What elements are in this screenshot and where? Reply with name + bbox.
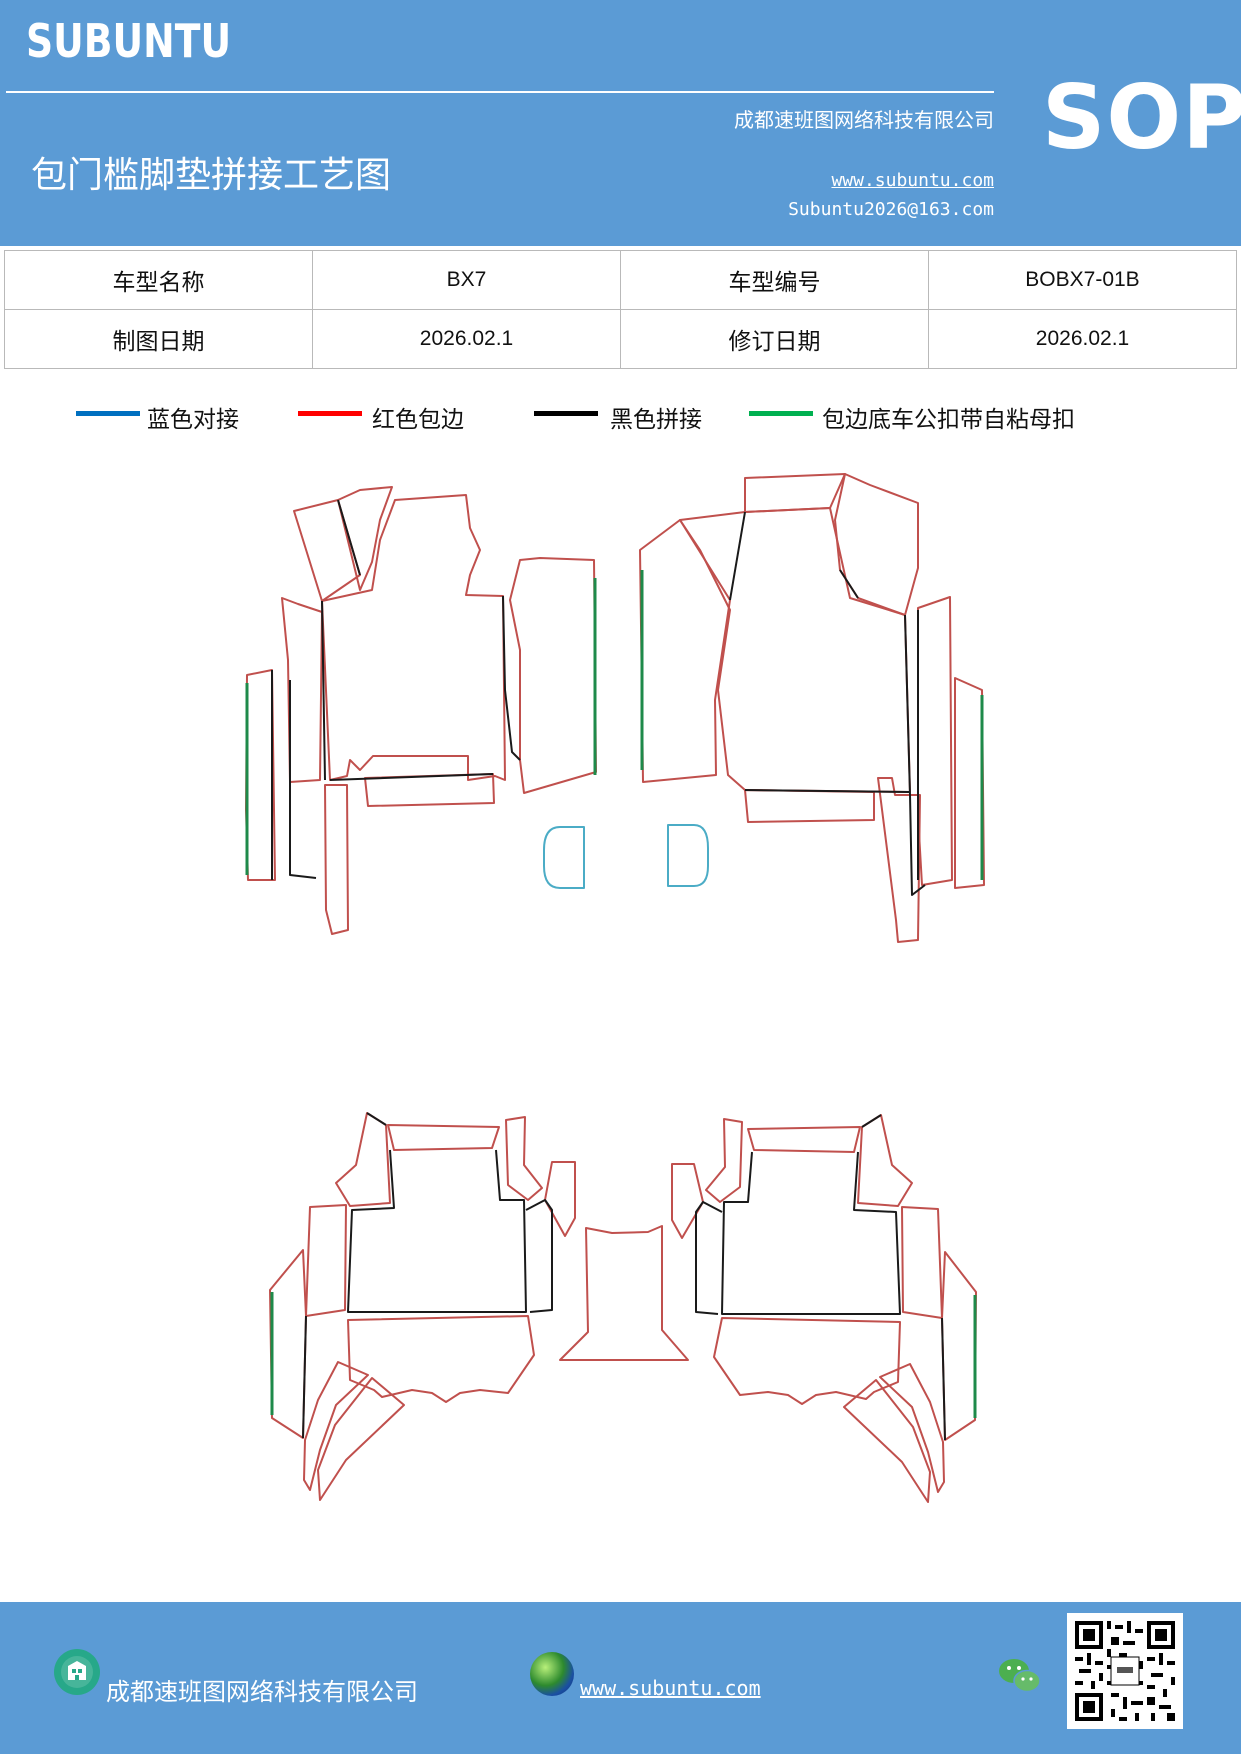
mat-piece-edge [559, 1225, 689, 1361]
seam [337, 499, 361, 576]
butt-joint-piece [667, 824, 709, 887]
mat-piece-edge [843, 1379, 931, 1503]
footer-company: 成都速班图网络科技有限公司 [106, 1678, 418, 1706]
model-name-label: 车型名称 [4, 250, 313, 310]
rear-right-mat [671, 1114, 977, 1503]
draw-date-label: 制图日期 [4, 309, 313, 369]
seam [904, 614, 926, 896]
mat-piece-edge [269, 1249, 307, 1439]
front-left-mat [245, 486, 597, 935]
mat-piece-edge [335, 1112, 391, 1207]
legend-label: 蓝色对接 [147, 407, 239, 433]
seam [329, 773, 494, 781]
legend-swatch-green [749, 411, 813, 416]
globe-icon [530, 1652, 574, 1696]
legend-swatch-red [298, 411, 362, 416]
mat-piece-edge [917, 596, 953, 886]
footer-website-link[interactable]: www.subuntu.com [580, 1676, 761, 1700]
brand-logo: SUBUNTU [26, 14, 232, 68]
wechat-icon[interactable] [996, 1654, 1044, 1698]
mat-piece-edge [857, 1114, 913, 1207]
mat-piece-edge [705, 1118, 743, 1203]
header-email: Subuntu2026@163.com [788, 199, 994, 220]
mat-piece-edge [281, 597, 323, 783]
header-website-link[interactable]: www.subuntu.com [831, 170, 994, 191]
mat-piece-edge [387, 1124, 500, 1151]
mat-piece-edge [901, 1206, 943, 1319]
mat-piece-edge [505, 1116, 543, 1201]
mat-piece-edge [954, 677, 985, 889]
legend-swatch-blue [76, 411, 140, 416]
seam [525, 1199, 553, 1313]
mat-piece-edge [679, 507, 911, 793]
qr-code [1067, 1613, 1183, 1729]
mat-piece-edge [941, 1251, 977, 1441]
mat-piece-edge [245, 669, 276, 881]
model-name-value: BX7 [312, 250, 621, 310]
mat-piece-edge [671, 1163, 704, 1239]
mat-piece-edge [337, 486, 393, 591]
page-header: SUBUNTU 成都速班图网络科技有限公司 包门槛脚垫拼接工艺图 www.sub… [0, 0, 1241, 246]
mat-piece-edge [509, 557, 597, 794]
mat-piece-edge [834, 473, 919, 616]
seam [366, 1112, 387, 1126]
mat-piece-edge [877, 777, 921, 943]
legend-label: 包边底车公扣带自粘母扣 [822, 407, 1075, 433]
mat-piece-edge [544, 1161, 576, 1237]
info-row: 车型名称 BX7 车型编号 BOBX7-01B [4, 250, 1237, 310]
legend-label: 红色包边 [372, 407, 464, 433]
mat-piece-edge [744, 789, 875, 823]
mat-piece-edge [324, 784, 349, 935]
seam [721, 1151, 901, 1315]
revise-date-label: 修订日期 [620, 309, 929, 369]
model-code-label: 车型编号 [620, 250, 929, 310]
header-divider [6, 91, 994, 93]
model-code-value: BOBX7-01B [928, 250, 1237, 310]
mat-piece-edge [317, 1377, 405, 1501]
sop-mark: SOP [1042, 66, 1241, 169]
legend-label: 黑色拼接 [610, 407, 702, 433]
page-footer: 成都速班图网络科技有限公司 www.subuntu.com [0, 1602, 1241, 1754]
seam [839, 569, 859, 599]
seam [321, 600, 326, 781]
seam [695, 1201, 723, 1315]
seam [861, 1114, 882, 1128]
mat-piece-edge [303, 1361, 369, 1491]
seam [941, 1317, 946, 1441]
draw-date-value: 2026.02.1 [312, 309, 621, 369]
rear-left-mat [269, 1112, 689, 1501]
seam [289, 680, 317, 879]
seam [302, 1315, 307, 1439]
seam [744, 789, 911, 793]
mat-piece-edge [747, 1126, 861, 1153]
header-company: 成都速班图网络科技有限公司 [734, 108, 994, 132]
seam [502, 595, 521, 761]
info-table: 车型名称 BX7 车型编号 BOBX7-01B 制图日期 2026.02.1 修… [4, 250, 1237, 369]
info-row: 制图日期 2026.02.1 修订日期 2026.02.1 [4, 309, 1237, 369]
building-icon [54, 1649, 100, 1695]
front-right-mat [639, 473, 985, 943]
seam [347, 1149, 527, 1313]
revise-date-value: 2026.02.1 [928, 309, 1237, 369]
legend-swatch-black [534, 411, 598, 416]
seam [729, 511, 746, 601]
mat-piece-edge [744, 473, 846, 513]
butt-joint-piece [543, 826, 585, 889]
mat-piece-edge [713, 1317, 901, 1405]
mat-piece-edge [305, 1204, 347, 1317]
mat-piece-edge [879, 1363, 945, 1493]
mat-piece-edge [347, 1315, 535, 1403]
mat-piece-edge [639, 519, 731, 783]
document-title: 包门槛脚垫拼接工艺图 [31, 155, 392, 196]
